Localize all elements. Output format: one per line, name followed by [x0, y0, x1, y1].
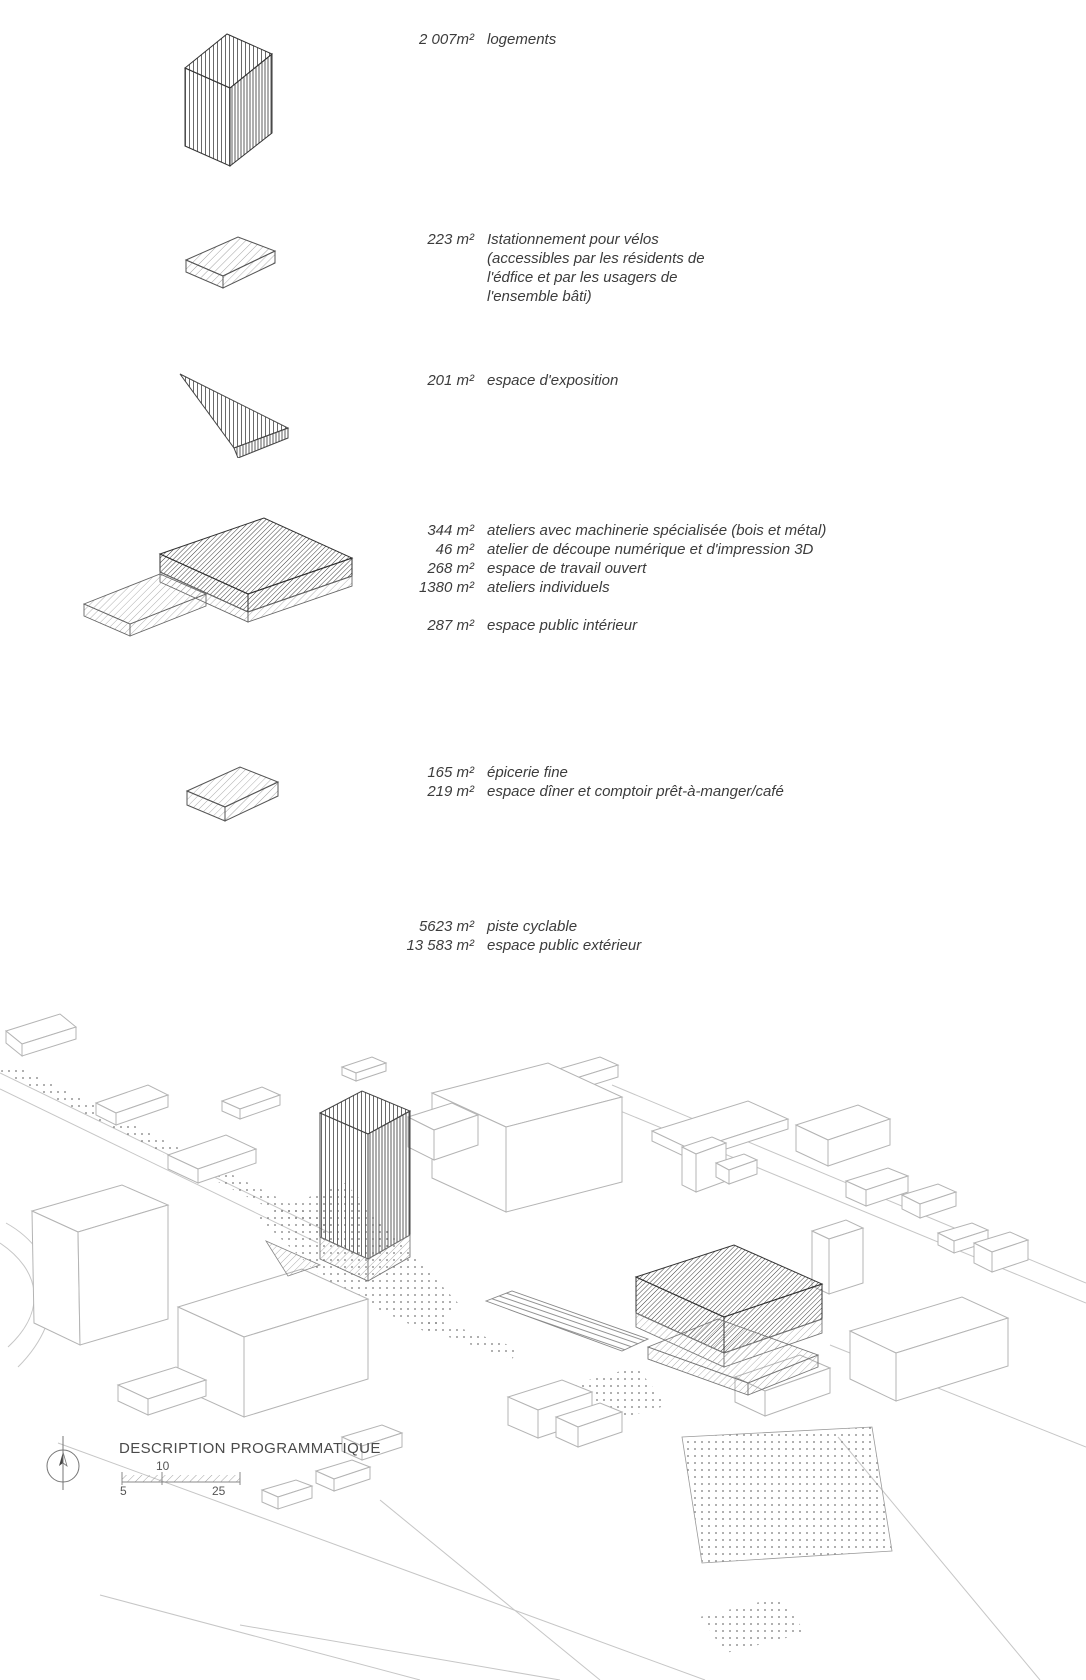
program-row: 219 m² espace dîner et comptoir prêt-à-m… [352, 782, 784, 801]
area-value: 219 m² [427, 783, 474, 800]
cafe-volume-plan [646, 1318, 820, 1396]
area-value: 13 583 m² [406, 937, 474, 954]
scale-bar: 10 5 25 [120, 1459, 241, 1498]
area-value: 223 m² [427, 231, 474, 248]
area-value: 268 m² [427, 560, 474, 577]
striped-ramp [484, 1290, 650, 1352]
volume-epicerie-cafe [185, 766, 280, 822]
context-buildings [4, 1013, 1030, 1510]
program-label: espace public intérieur [487, 617, 638, 634]
page-title: DESCRIPTION PROGRAMMATIQUE [119, 1440, 381, 1457]
area-value: 165 m² [427, 764, 474, 781]
scale-label-25: 25 [212, 1484, 226, 1498]
program-row: 287 m² espace public intérieur [352, 616, 637, 635]
program-label: espace public extérieur [487, 937, 642, 954]
program-label: logements [487, 31, 557, 48]
program-label: espace de travail ouvert [487, 560, 647, 577]
area-value: 5623 m² [418, 918, 474, 935]
program-block-logements: 2 007m² logements [352, 30, 556, 49]
program-row: 223 m² Istationnement pour vélos (access… [352, 230, 739, 306]
north-arrow-icon [46, 1436, 80, 1490]
area-value: 2 007m² [418, 31, 474, 48]
scale-label-10: 10 [156, 1459, 170, 1473]
volume-stationnement-velos [184, 236, 277, 289]
program-label: ateliers individuels [487, 579, 610, 596]
scale-label-5: 5 [120, 1484, 127, 1498]
area-value: 46 m² [435, 541, 474, 558]
area-value: 287 m² [427, 617, 474, 634]
site-plan-axonometric [0, 1013, 1086, 1680]
program-row: 13 583 m² espace public extérieur [352, 936, 641, 955]
tower-base-plan [319, 1234, 411, 1282]
area-value: 1380 m² [418, 579, 474, 596]
program-label: espace dîner et comptoir prêt-à-manger/c… [487, 783, 784, 800]
program-block-exterieur: 5623 m² piste cyclable 13 583 m² espace … [352, 917, 641, 955]
area-value: 201 m² [427, 372, 474, 389]
program-block-stationnement-velos: 223 m² Istationnement pour vélos (access… [352, 230, 739, 306]
program-label: piste cyclable [487, 918, 578, 935]
program-row: 268 m² espace de travail ouvert [352, 559, 826, 578]
program-row: 201 m² espace d'exposition [352, 371, 618, 390]
program-row: 344 m² ateliers avec machinerie spéciali… [352, 521, 826, 540]
program-label: ateliers avec machinerie spécialisée (bo… [487, 522, 827, 539]
program-row: 5623 m² piste cyclable [352, 917, 641, 936]
program-label: atelier de découpe numérique et d'impres… [487, 541, 814, 558]
volume-logements [184, 33, 273, 168]
volume-ateliers [82, 517, 354, 637]
volume-espace-exposition [179, 373, 290, 458]
area-value: 344 m² [427, 522, 474, 539]
program-block-epicerie-cafe: 165 m² épicerie fine 219 m² espace dîner… [352, 763, 784, 801]
program-row: 1380 m² ateliers individuels [352, 578, 826, 597]
program-block-espace-public-interieur: 287 m² espace public intérieur [352, 616, 637, 635]
program-block-ateliers: 344 m² ateliers avec machinerie spéciali… [352, 521, 826, 597]
program-row: 46 m² atelier de découpe numérique et d'… [352, 540, 826, 559]
program-row: 2 007m² logements [352, 30, 556, 49]
program-label: épicerie fine [487, 764, 568, 781]
program-label: espace d'exposition [487, 372, 619, 389]
program-row: 165 m² épicerie fine [352, 763, 784, 782]
program-label: Istationnement pour vélos (accessibles p… [487, 231, 705, 305]
exposition-wedge-plan [264, 1240, 322, 1277]
program-block-espace-exposition: 201 m² espace d'exposition [352, 371, 618, 390]
logements-tower-plan [318, 1090, 412, 1260]
